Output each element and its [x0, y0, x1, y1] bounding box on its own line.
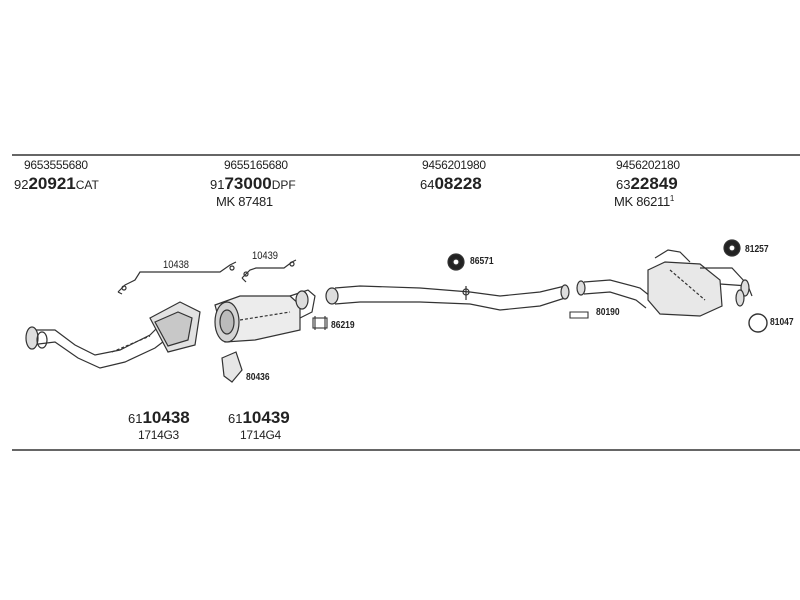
bracket-10439	[241, 259, 297, 283]
part-number-1: 9220921CAT	[14, 174, 99, 194]
part-prefix: 64	[420, 177, 435, 192]
bracket-10438	[117, 261, 237, 295]
callout-10439: 10439	[252, 250, 279, 262]
oe-number-2: 9655165680	[224, 158, 288, 172]
callout-81257: 81257	[745, 244, 769, 255]
oe-number-4: 9456202180	[616, 158, 680, 172]
part-prefix: 61	[228, 411, 243, 426]
part-prefix: 63	[616, 177, 631, 192]
part-number-2: 9173000DPF	[210, 174, 296, 194]
oe-number-1: 9653555680	[24, 158, 88, 172]
callout-86219: 86219	[331, 320, 355, 331]
bottom-sub-number-1: 1714G3	[138, 428, 179, 442]
mk-number-4: MK 862111	[614, 194, 674, 209]
part-main: 08228	[434, 174, 482, 193]
oe-number-3: 9456201980	[422, 158, 486, 172]
callout-80436: 80436	[246, 372, 270, 383]
bottom-sub-number-2: 1714G4	[240, 428, 281, 442]
part-main: 10438	[142, 408, 190, 427]
dpf-unit	[214, 289, 316, 343]
part-prefix: 92	[14, 177, 29, 192]
bottom-part-number-2: 6110439	[228, 408, 290, 428]
middle-pipe	[325, 284, 570, 311]
part-suffix: CAT	[75, 178, 99, 192]
ring-81047	[748, 313, 768, 333]
front-pipe-catalyst	[25, 301, 201, 369]
callout-86571: 86571	[470, 256, 494, 267]
clamp-86219	[312, 316, 328, 330]
part-prefix: 61	[128, 411, 143, 426]
part-number-3: 6408228	[420, 174, 482, 194]
part-main: 22849	[630, 174, 678, 193]
callout-81047: 81047	[770, 317, 794, 328]
part-main: 20921	[28, 174, 76, 193]
callout-10438: 10438	[163, 259, 190, 271]
callout-80190: 80190	[596, 307, 620, 318]
mk-number-2: MK 87481	[216, 194, 273, 209]
part-main: 73000	[224, 174, 272, 193]
gasket-80436	[221, 351, 243, 383]
part-main: 10439	[242, 408, 290, 427]
mount-81257	[723, 239, 741, 257]
part-number-4: 6322849	[616, 174, 678, 194]
bottom-part-number-1: 6110438	[128, 408, 190, 428]
clamp-80190	[569, 311, 589, 319]
part-suffix: DPF	[271, 178, 296, 192]
rear-silencer	[576, 249, 753, 317]
mk-superscript: 1	[669, 194, 675, 203]
mount-86571	[447, 253, 465, 271]
part-prefix: 91	[210, 177, 225, 192]
mk-text: MK 86211	[614, 194, 670, 209]
